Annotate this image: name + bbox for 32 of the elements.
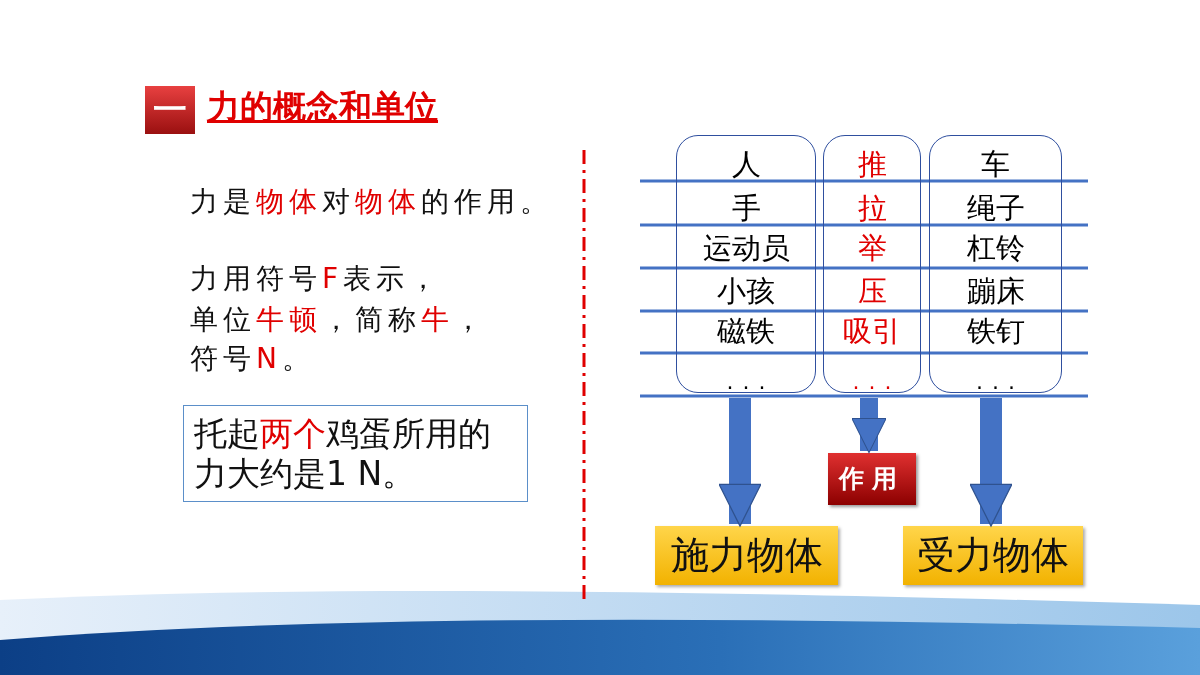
table-text: 压 xyxy=(856,274,888,308)
text-line: 单位牛顿，简称牛， xyxy=(190,303,487,337)
action-box: 作用 xyxy=(828,453,916,505)
table-text: 车 xyxy=(980,147,1011,181)
table-text: 运动员 xyxy=(701,231,791,265)
table-text: ... xyxy=(725,368,776,396)
section-badge: 一 xyxy=(145,86,195,134)
block-arrow xyxy=(718,398,762,527)
table-text: 铁钉 xyxy=(965,314,1026,348)
note-box: 托起两个鸡蛋所用的力大约是1 N。 xyxy=(183,405,528,502)
column-box xyxy=(823,135,921,393)
block-arrow xyxy=(969,398,1013,527)
text-line: 力是物体对物体的作用。 xyxy=(190,185,553,219)
table-text: 推 xyxy=(856,147,888,181)
table-text: 蹦床 xyxy=(965,274,1026,308)
column-box xyxy=(676,135,816,393)
object-box: 施力物体 xyxy=(655,526,838,585)
table-text: 磁铁 xyxy=(716,314,776,348)
block-arrow xyxy=(851,398,887,454)
table-text: 绳子 xyxy=(965,191,1026,225)
table-text: 吸引 xyxy=(842,314,902,348)
title: 力的概念和单位 xyxy=(207,86,438,128)
table-text: ... xyxy=(975,368,1025,396)
table-text: 举 xyxy=(856,231,888,265)
table-text: 杠铃 xyxy=(965,231,1026,265)
object-box: 受力物体 xyxy=(903,526,1083,585)
table-text: 小孩 xyxy=(716,274,776,308)
column-box xyxy=(929,135,1062,393)
table-text: 拉 xyxy=(856,191,888,225)
table-text: 人 xyxy=(730,147,762,181)
table-text: ... xyxy=(851,368,902,396)
table-text: 手 xyxy=(730,191,762,225)
